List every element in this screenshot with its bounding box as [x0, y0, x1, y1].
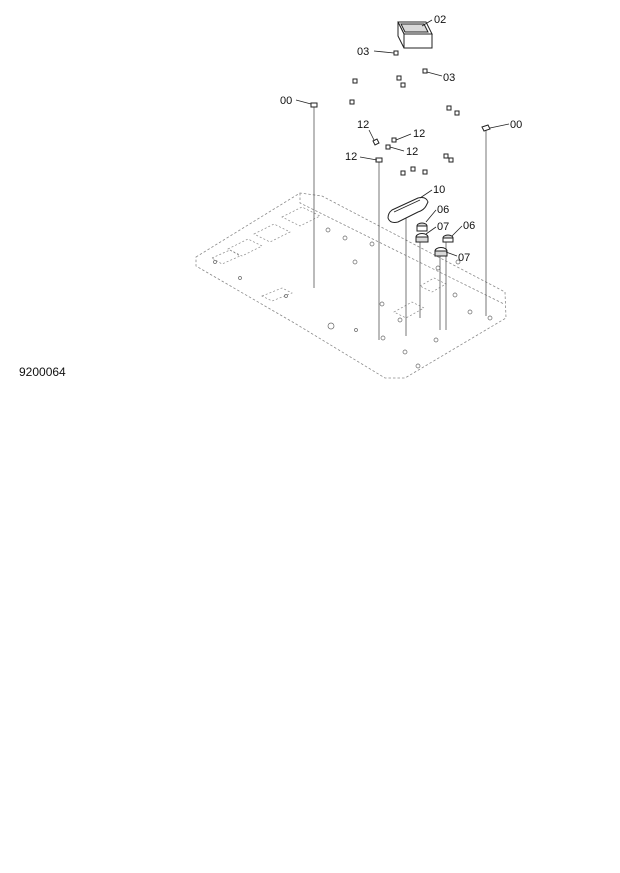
callout-00-left: 00 [280, 95, 292, 107]
floor-plate [195, 192, 507, 379]
caps-and-spacers [415, 222, 454, 257]
callout-12-b: 12 [413, 128, 425, 140]
rubber-pad-part [387, 197, 429, 223]
callout-03-right: 03 [443, 72, 455, 84]
callout-02: 02 [434, 14, 446, 26]
callout-00-right: 00 [510, 119, 522, 131]
callout-labels: 02 03 03 00 00 12 12 12 12 10 06 07 06 0… [280, 14, 522, 264]
callout-10: 10 [433, 184, 445, 196]
callout-03-left: 03 [357, 46, 369, 58]
tray-box-part [397, 21, 433, 49]
callout-12-c: 12 [406, 146, 418, 158]
callout-12-a: 12 [357, 119, 369, 131]
diagram-reference-number: 9200064 [19, 365, 66, 379]
small-fasteners [349, 50, 460, 176]
callout-06-a: 06 [437, 204, 449, 216]
mounting-bolts [310, 102, 491, 340]
leader-lines [295, 19, 510, 257]
callout-07-b: 07 [458, 252, 470, 264]
callout-12-d: 12 [345, 151, 357, 163]
callout-07-a: 07 [437, 221, 449, 233]
callout-06-b: 06 [463, 220, 475, 232]
